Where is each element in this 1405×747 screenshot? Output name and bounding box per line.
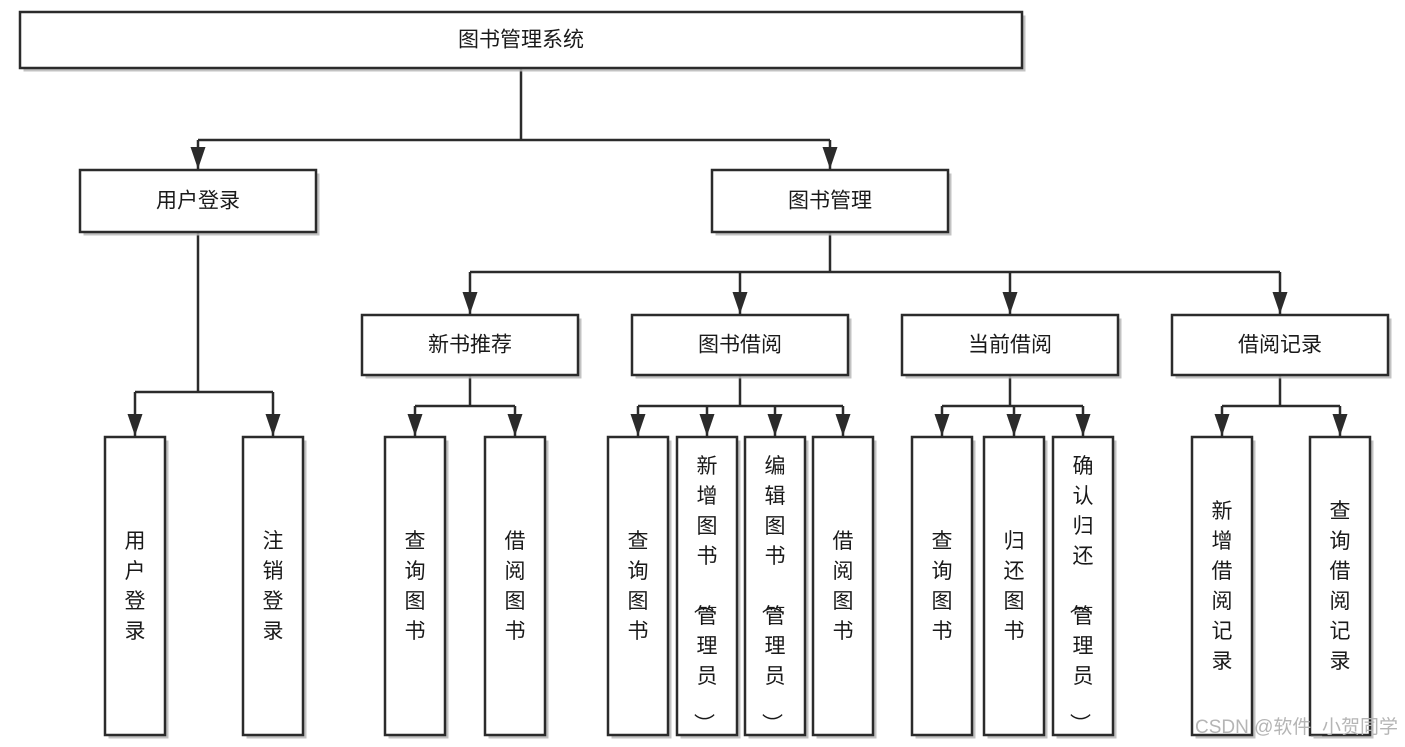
arrow-head-icon [934,414,950,436]
node-rect[interactable] [710,168,950,234]
arrow-head-icon [835,414,851,436]
node-label: 查询图书 [932,530,953,643]
arrow-head-icon [1332,414,1348,436]
node-label: 图书管理系统 [458,29,584,52]
node-label: 借阅图书 [505,530,526,643]
node-label: 新书推荐 [428,334,512,357]
node-leaf-leaf-borrow-book-rec[interactable]: 借阅图书 [483,435,549,739]
node-level3-book-borrow[interactable]: 图书借阅 [630,313,852,379]
arrow-head-icon [265,414,281,436]
node-label: 图书管理 [788,190,872,213]
node-leaf-leaf-add-borrow-rec[interactable]: 新增借阅记录 [1190,435,1256,739]
node-label: 用户登录 [156,190,240,213]
arrow-head-icon [1075,414,1091,436]
node-rect[interactable] [241,435,305,737]
arrow-head-icon [1002,292,1018,314]
edge-group-new-book-rec [407,375,523,436]
node-rect[interactable] [630,313,850,377]
node-label: 借阅图书 [833,530,854,643]
node-rect[interactable] [811,435,875,737]
node-rect[interactable] [606,435,670,737]
node-leaf-leaf-logout-login[interactable]: 注销登录 [241,435,307,739]
node-root-root[interactable]: 图书管理系统 [18,10,1026,72]
edge-group-borrow-record [1214,375,1348,436]
node-label: 编辑图书（管理员） [760,455,786,734]
node-leaf-leaf-return-book[interactable]: 归还图书 [982,435,1048,739]
node-rect[interactable] [360,313,580,377]
arrow-head-icon [699,414,715,436]
node-label: 借阅记录 [1238,334,1322,357]
arrow-head-icon [1272,292,1288,314]
arrow-head-icon [1214,414,1230,436]
edge-group-user-login [127,232,281,436]
edge-group-current-borrow [934,375,1091,436]
node-leaf-leaf-borrow-book-bb[interactable]: 借阅图书 [811,435,877,739]
node-leaf-leaf-confirm-return[interactable]: 确认归还（管理员） [1051,435,1117,739]
node-label: 查询借阅记录 [1330,500,1351,673]
arrow-head-icon [767,414,783,436]
node-rect[interactable] [18,10,1024,70]
arrow-head-icon [822,147,838,169]
edge-group-book-borrow [630,375,851,436]
node-rect[interactable] [675,435,739,737]
node-rect[interactable] [78,168,318,234]
node-rect[interactable] [1190,435,1254,737]
node-rect[interactable] [910,435,974,737]
edge-group-book-manage [462,232,1288,314]
node-label: 确认归还（管理员） [1068,455,1094,734]
arrow-head-icon [630,414,646,436]
node-level3-new-book-rec[interactable]: 新书推荐 [360,313,582,379]
node-label: 用户登录 [125,530,146,643]
node-rect[interactable] [483,435,547,737]
node-leaf-leaf-add-book[interactable]: 新增图书（管理员） [675,435,741,739]
node-rect[interactable] [982,435,1046,737]
node-leaf-leaf-query-book-cb[interactable]: 查询图书 [910,435,976,739]
node-rect[interactable] [900,313,1120,377]
node-rect[interactable] [743,435,807,737]
node-leaf-leaf-query-book-rec[interactable]: 查询图书 [383,435,449,739]
node-label: 当前借阅 [968,334,1052,357]
node-rect[interactable] [103,435,167,737]
arrow-head-icon [462,292,478,314]
node-level3-borrow-record[interactable]: 借阅记录 [1170,313,1392,379]
node-level2-book-manage[interactable]: 图书管理 [710,168,952,236]
arrow-head-icon [732,292,748,314]
node-leaf-leaf-edit-book[interactable]: 编辑图书（管理员） [743,435,809,739]
node-leaf-leaf-user-login[interactable]: 用户登录 [103,435,169,739]
node-level3-current-borrow[interactable]: 当前借阅 [900,313,1122,379]
connector-layer [127,68,1348,436]
node-rect[interactable] [1308,435,1372,737]
arrow-head-icon [127,414,143,436]
node-label: 新增图书（管理员） [692,455,718,734]
node-rect[interactable] [383,435,447,737]
node-label: 图书借阅 [698,334,782,357]
node-label: 注销登录 [263,530,284,643]
node-label: 归还图书 [1004,530,1025,643]
node-level2-user-login[interactable]: 用户登录 [78,168,320,236]
arrow-head-icon [507,414,523,436]
arrow-head-icon [1006,414,1022,436]
node-label: 查询图书 [628,530,649,643]
csdn-watermark: CSDN @软件_小贺同学 [1195,716,1398,738]
node-label: 查询图书 [405,530,426,643]
arrow-head-icon [190,147,206,169]
edge-group-root [190,68,838,169]
node-leaf-leaf-query-borrow-rec[interactable]: 查询借阅记录 [1308,435,1374,739]
arrow-head-icon [407,414,423,436]
node-leaf-leaf-query-book-bb[interactable]: 查询图书 [606,435,672,739]
node-layer: 图书管理系统用户登录图书管理新书推荐图书借阅当前借阅借阅记录用户登录注销登录查询… [18,10,1392,739]
node-rect[interactable] [1051,435,1115,737]
node-label: 新增借阅记录 [1212,500,1233,673]
node-rect[interactable] [1170,313,1390,377]
